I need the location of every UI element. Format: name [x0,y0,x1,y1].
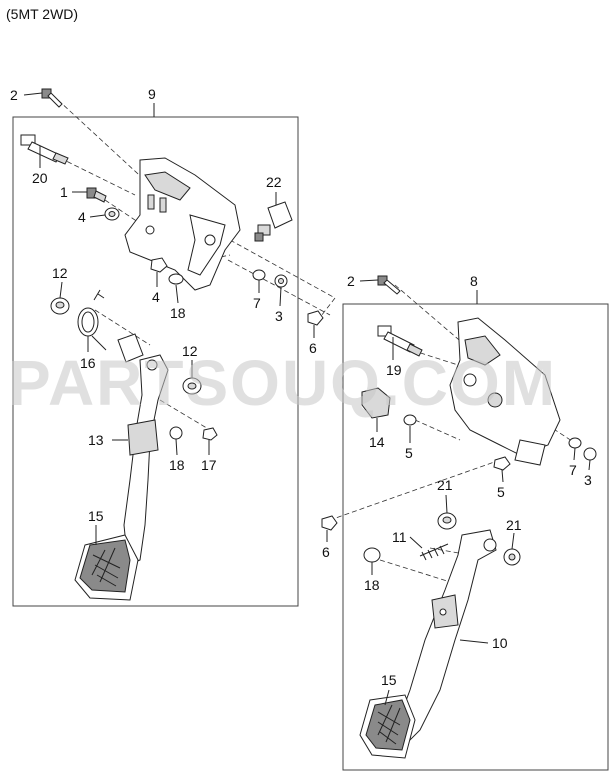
stopper-14[interactable] [361,387,391,419]
nut-5-upper[interactable] [403,414,417,426]
spring-16[interactable] [77,289,107,351]
callout-16-left[interactable]: 16 [80,355,96,371]
nut-6-upper[interactable] [307,310,324,326]
bolt-20-left[interactable] [20,134,69,165]
nut-4-lower[interactable] [150,257,168,273]
nut-7-left[interactable] [252,269,266,281]
callout-6-lower[interactable]: 6 [322,544,330,560]
callout-7-right[interactable]: 7 [569,462,577,478]
pedal-bracket-left[interactable] [124,157,241,291]
nut-7-right[interactable] [568,437,582,449]
callout-15-right[interactable]: 15 [381,672,397,688]
pin-18-right[interactable] [363,547,381,563]
right-assembly [321,275,597,759]
callout-4-lower-left[interactable]: 4 [152,289,160,305]
callout-5-lower-right[interactable]: 5 [497,484,505,500]
nut-18-lower[interactable] [169,426,183,440]
pedal-sleeve[interactable] [117,333,144,363]
bolt-1-left[interactable] [86,187,107,203]
callout-14-right[interactable]: 14 [369,434,385,450]
assembly-label-9[interactable]: 9 [148,86,156,102]
callout-2-right[interactable]: 2 [347,273,355,289]
callout-18-right[interactable]: 18 [364,577,380,593]
callout-12-lower-left[interactable]: 12 [182,343,198,359]
callout-19-right[interactable]: 19 [386,362,402,378]
bolt-2-left[interactable] [41,88,63,108]
callout-17-left[interactable]: 17 [201,457,217,473]
left-callout-leaders [23,92,315,545]
callout-4-upper-left[interactable]: 4 [78,209,86,225]
diagram-caption: (5MT 2WD) [6,6,78,22]
callout-1-left[interactable]: 1 [60,184,68,200]
callout-2-left[interactable]: 2 [10,87,18,103]
callout-6-upper[interactable]: 6 [309,340,317,356]
nut-6-lower[interactable] [321,515,338,531]
pin-18-upper[interactable] [168,273,184,285]
pedal-bracket-right[interactable] [449,317,561,466]
right-callout-leaders [326,279,591,706]
switch-22-left[interactable] [254,201,293,242]
assembly-label-8[interactable]: 8 [470,273,478,289]
right-assembly-frame [342,303,609,771]
callout-3-right[interactable]: 3 [584,472,592,488]
callout-21-upper-right[interactable]: 21 [437,477,453,493]
callout-21-lower-right[interactable]: 21 [506,517,522,533]
callout-10-right[interactable]: 10 [492,635,508,651]
cap-3-right[interactable] [583,447,597,461]
callout-5-upper-right[interactable]: 5 [405,445,413,461]
nut-17[interactable] [202,427,218,441]
left-assembly-frame [12,116,299,607]
callout-18-lower-left[interactable]: 18 [169,457,185,473]
spring-11[interactable] [419,543,449,561]
left-assembly [20,88,324,601]
callout-3-left[interactable]: 3 [275,308,283,324]
nut-5-lower[interactable] [493,456,511,471]
bolt-2-right[interactable] [377,275,401,295]
reference-lines [57,99,579,586]
callout-18-upper-left[interactable]: 18 [170,305,186,321]
callout-15-left[interactable]: 15 [88,508,104,524]
callout-7-left[interactable]: 7 [253,295,261,311]
callout-13-left[interactable]: 13 [88,432,104,448]
watermark: PARTSOUQ.COM [8,347,557,419]
callout-11-right[interactable]: 11 [392,529,407,545]
pedal-arm-left[interactable] [74,354,169,601]
callout-20-left[interactable]: 20 [32,170,48,186]
pedal-arm-right[interactable] [359,529,497,759]
bolt-19-right[interactable] [377,325,423,357]
callout-22-left[interactable]: 22 [266,174,282,190]
callout-12-upper-left[interactable]: 12 [52,265,68,281]
